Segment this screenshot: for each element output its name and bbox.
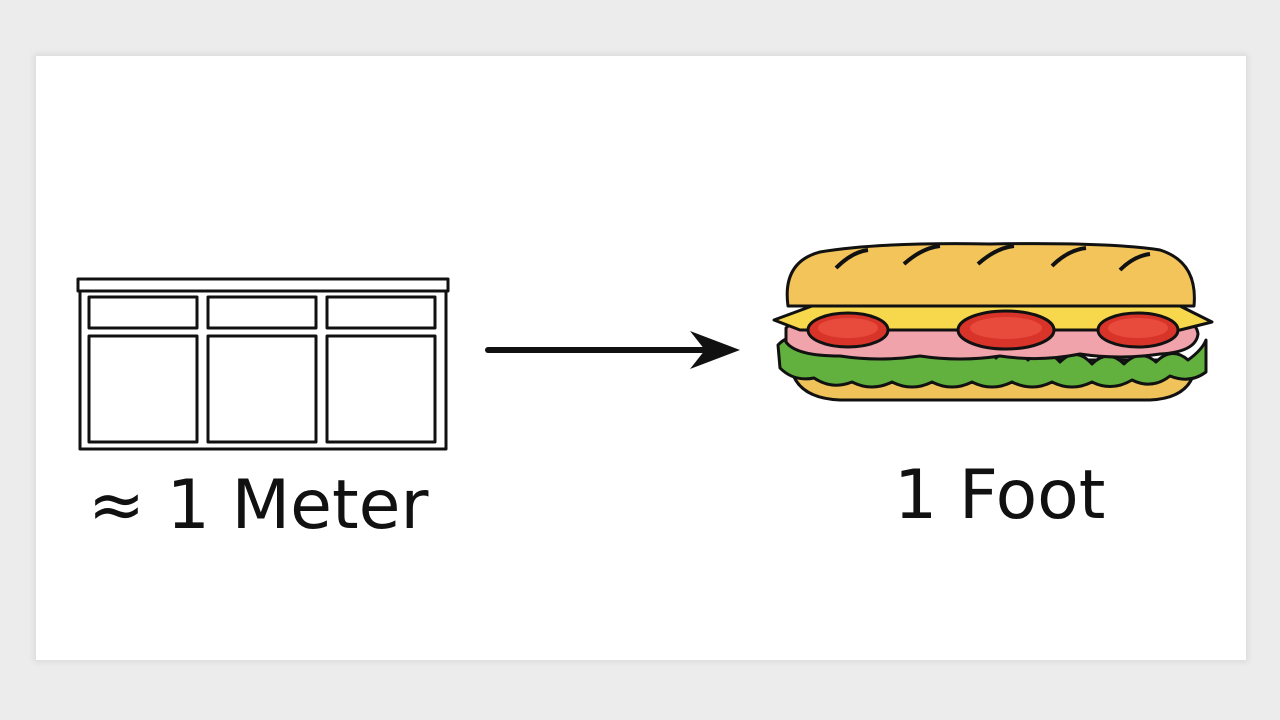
arrow-right-icon (485, 331, 740, 369)
cabinet-icon (76, 277, 450, 451)
left-caption: ≈ 1 Meter (88, 466, 429, 545)
sandwich-icon (772, 242, 1214, 402)
right-caption: 1 Foot (894, 456, 1106, 535)
